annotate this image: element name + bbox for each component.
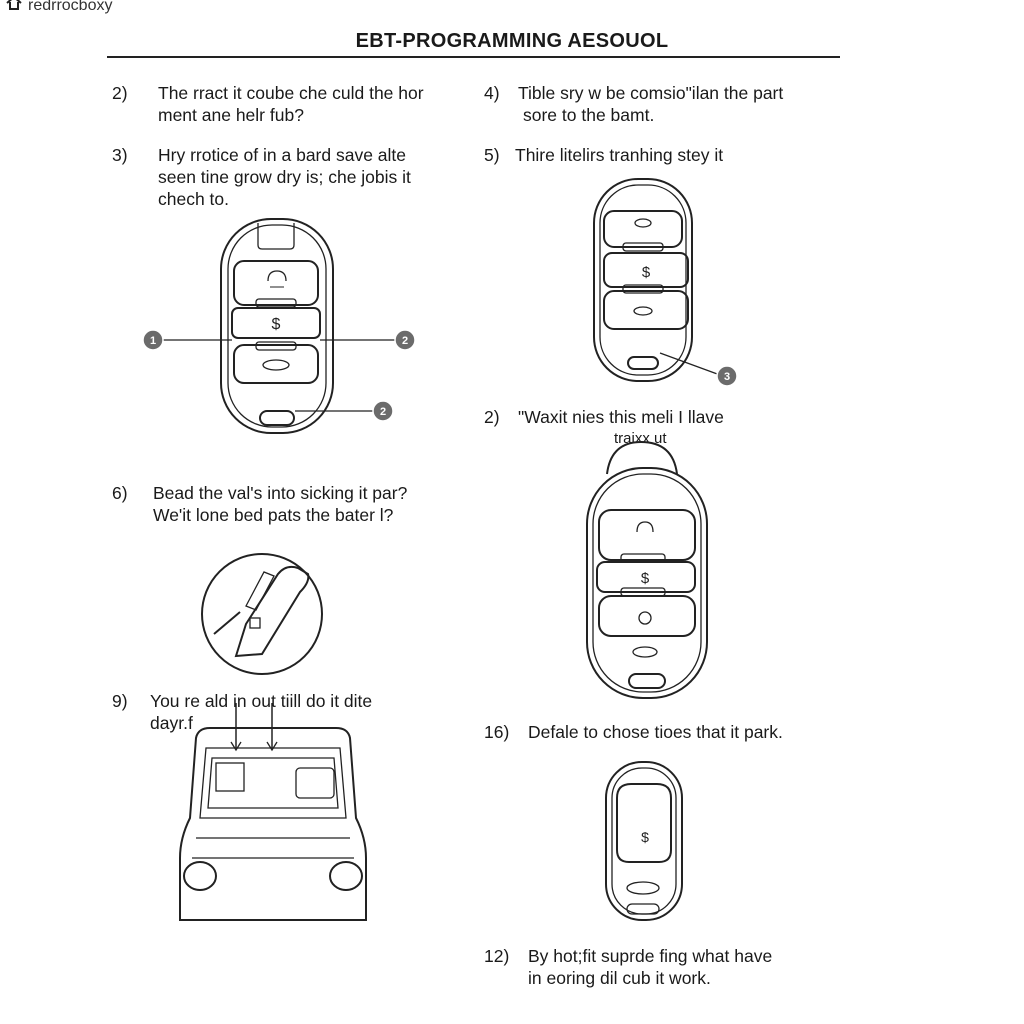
step-16: 16) Defale to chose tioes that it park.	[484, 721, 844, 747]
step-text-line: dayr.f	[150, 713, 193, 733]
step-3: 3) Hry rrotice of in a bard save alte se…	[112, 144, 472, 214]
key-fob-illustration: $ 1 2 2	[142, 218, 416, 434]
step-text-line: seen tine grow dry is; che jobis it	[158, 167, 411, 187]
dollar-icon: $	[272, 316, 281, 333]
svg-text:2: 2	[380, 406, 386, 418]
key-fob-illustration: $	[586, 440, 708, 699]
page-title: EBT-PROGRAMMING AESOUOL	[355, 30, 669, 52]
step-5: 5) Thire litelirs tranhing stey it	[484, 144, 844, 170]
step-number: 2)	[484, 407, 500, 427]
dollar-icon: $	[641, 829, 649, 845]
step-text-line: Thire litelirs tranhing stey it	[515, 145, 724, 165]
callout-badge: 1	[142, 329, 164, 351]
brand-label: redrrocboxy	[28, 0, 113, 14]
dollar-icon: $	[641, 570, 650, 587]
step-number: 16)	[484, 722, 510, 742]
svg-text:1: 1	[150, 335, 156, 347]
step-text-line: in eoring dil cub it work.	[528, 968, 711, 988]
step-text-line: chech to.	[158, 189, 230, 209]
step-text-line: ment ane helr fub?	[158, 105, 304, 125]
step-text-line: "Waxit nies this meli I llave	[518, 407, 724, 427]
step-number: 5)	[484, 145, 500, 165]
step-6: 6) Bead the val's into sicking it par? W…	[112, 482, 472, 532]
step-text-line: We'it lone bed pats the bater l?	[153, 505, 394, 525]
step-2a: 2) The rract it coube che culd the hor m…	[112, 82, 472, 132]
step-text-line: Bead the val's into sicking it par?	[153, 483, 408, 503]
step-number: 6)	[112, 483, 128, 503]
step-number: 12)	[484, 946, 510, 966]
step-text-line: You re ald in out tiill do it dite	[150, 691, 373, 711]
step-number: 9)	[112, 691, 128, 711]
step-number: 2)	[112, 83, 128, 103]
callout-badge: 3	[716, 365, 738, 387]
step-9: 9) You re ald in out tiill do it dite da…	[112, 690, 432, 740]
step-number: 3)	[112, 145, 128, 165]
callout-badge: 2	[394, 329, 416, 351]
step-4: 4) Tible sry w be comsio"ilan the part s…	[484, 82, 864, 132]
car-rear-illustration	[179, 703, 367, 921]
svg-text:3: 3	[724, 371, 730, 383]
svg-text:2: 2	[402, 335, 408, 347]
home-icon	[6, 0, 22, 15]
key-fob-illustration: $ 3	[593, 178, 738, 387]
step-12: 12) By hot;fit suprde fing what have in …	[484, 945, 844, 995]
step-text-line: By hot;fit suprde fing what have	[528, 946, 773, 966]
step-text-line: sore to the bamt.	[523, 105, 655, 125]
step-text-line: Defale to chose tioes that it park.	[528, 722, 783, 742]
step-text-line: The rract it coube che culd the hor	[158, 83, 424, 103]
battery-tool-closeup	[201, 553, 323, 675]
title-divider	[107, 56, 840, 58]
step-text-line: Tible sry w be comsio"ilan the part	[518, 83, 784, 103]
key-fob-illustration: $	[605, 761, 683, 921]
step-number: 4)	[484, 83, 500, 103]
dollar-icon: $	[642, 264, 651, 281]
step-text-line: Hry rrotice of in a bard save alte	[158, 145, 407, 165]
callout-badge: 2	[372, 400, 394, 422]
brand: redrrocboxy	[6, 0, 112, 15]
